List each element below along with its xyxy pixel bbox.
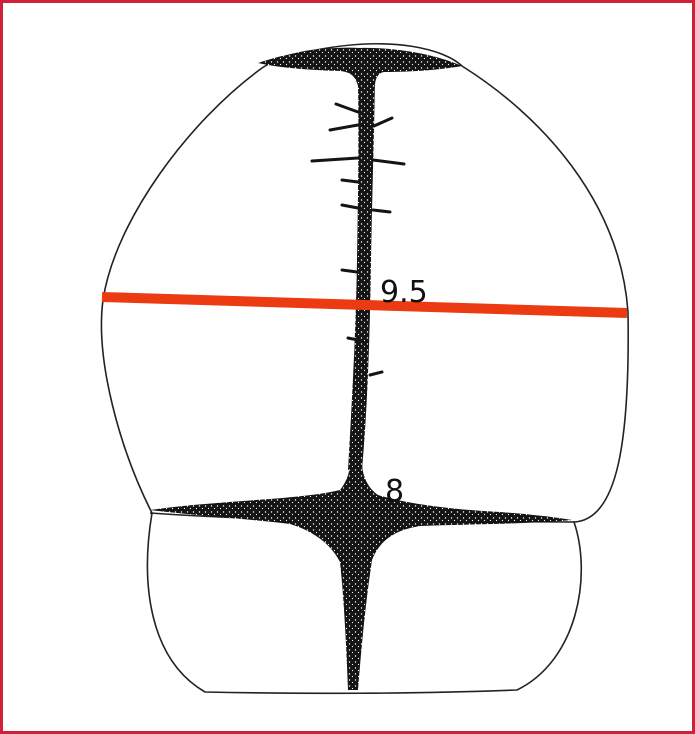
measure-label-9-5: 9.5 — [380, 275, 428, 310]
posterior-fontanelle — [150, 462, 572, 690]
sagittal-suture — [348, 80, 375, 470]
measure-label-8: 8 — [385, 474, 404, 509]
